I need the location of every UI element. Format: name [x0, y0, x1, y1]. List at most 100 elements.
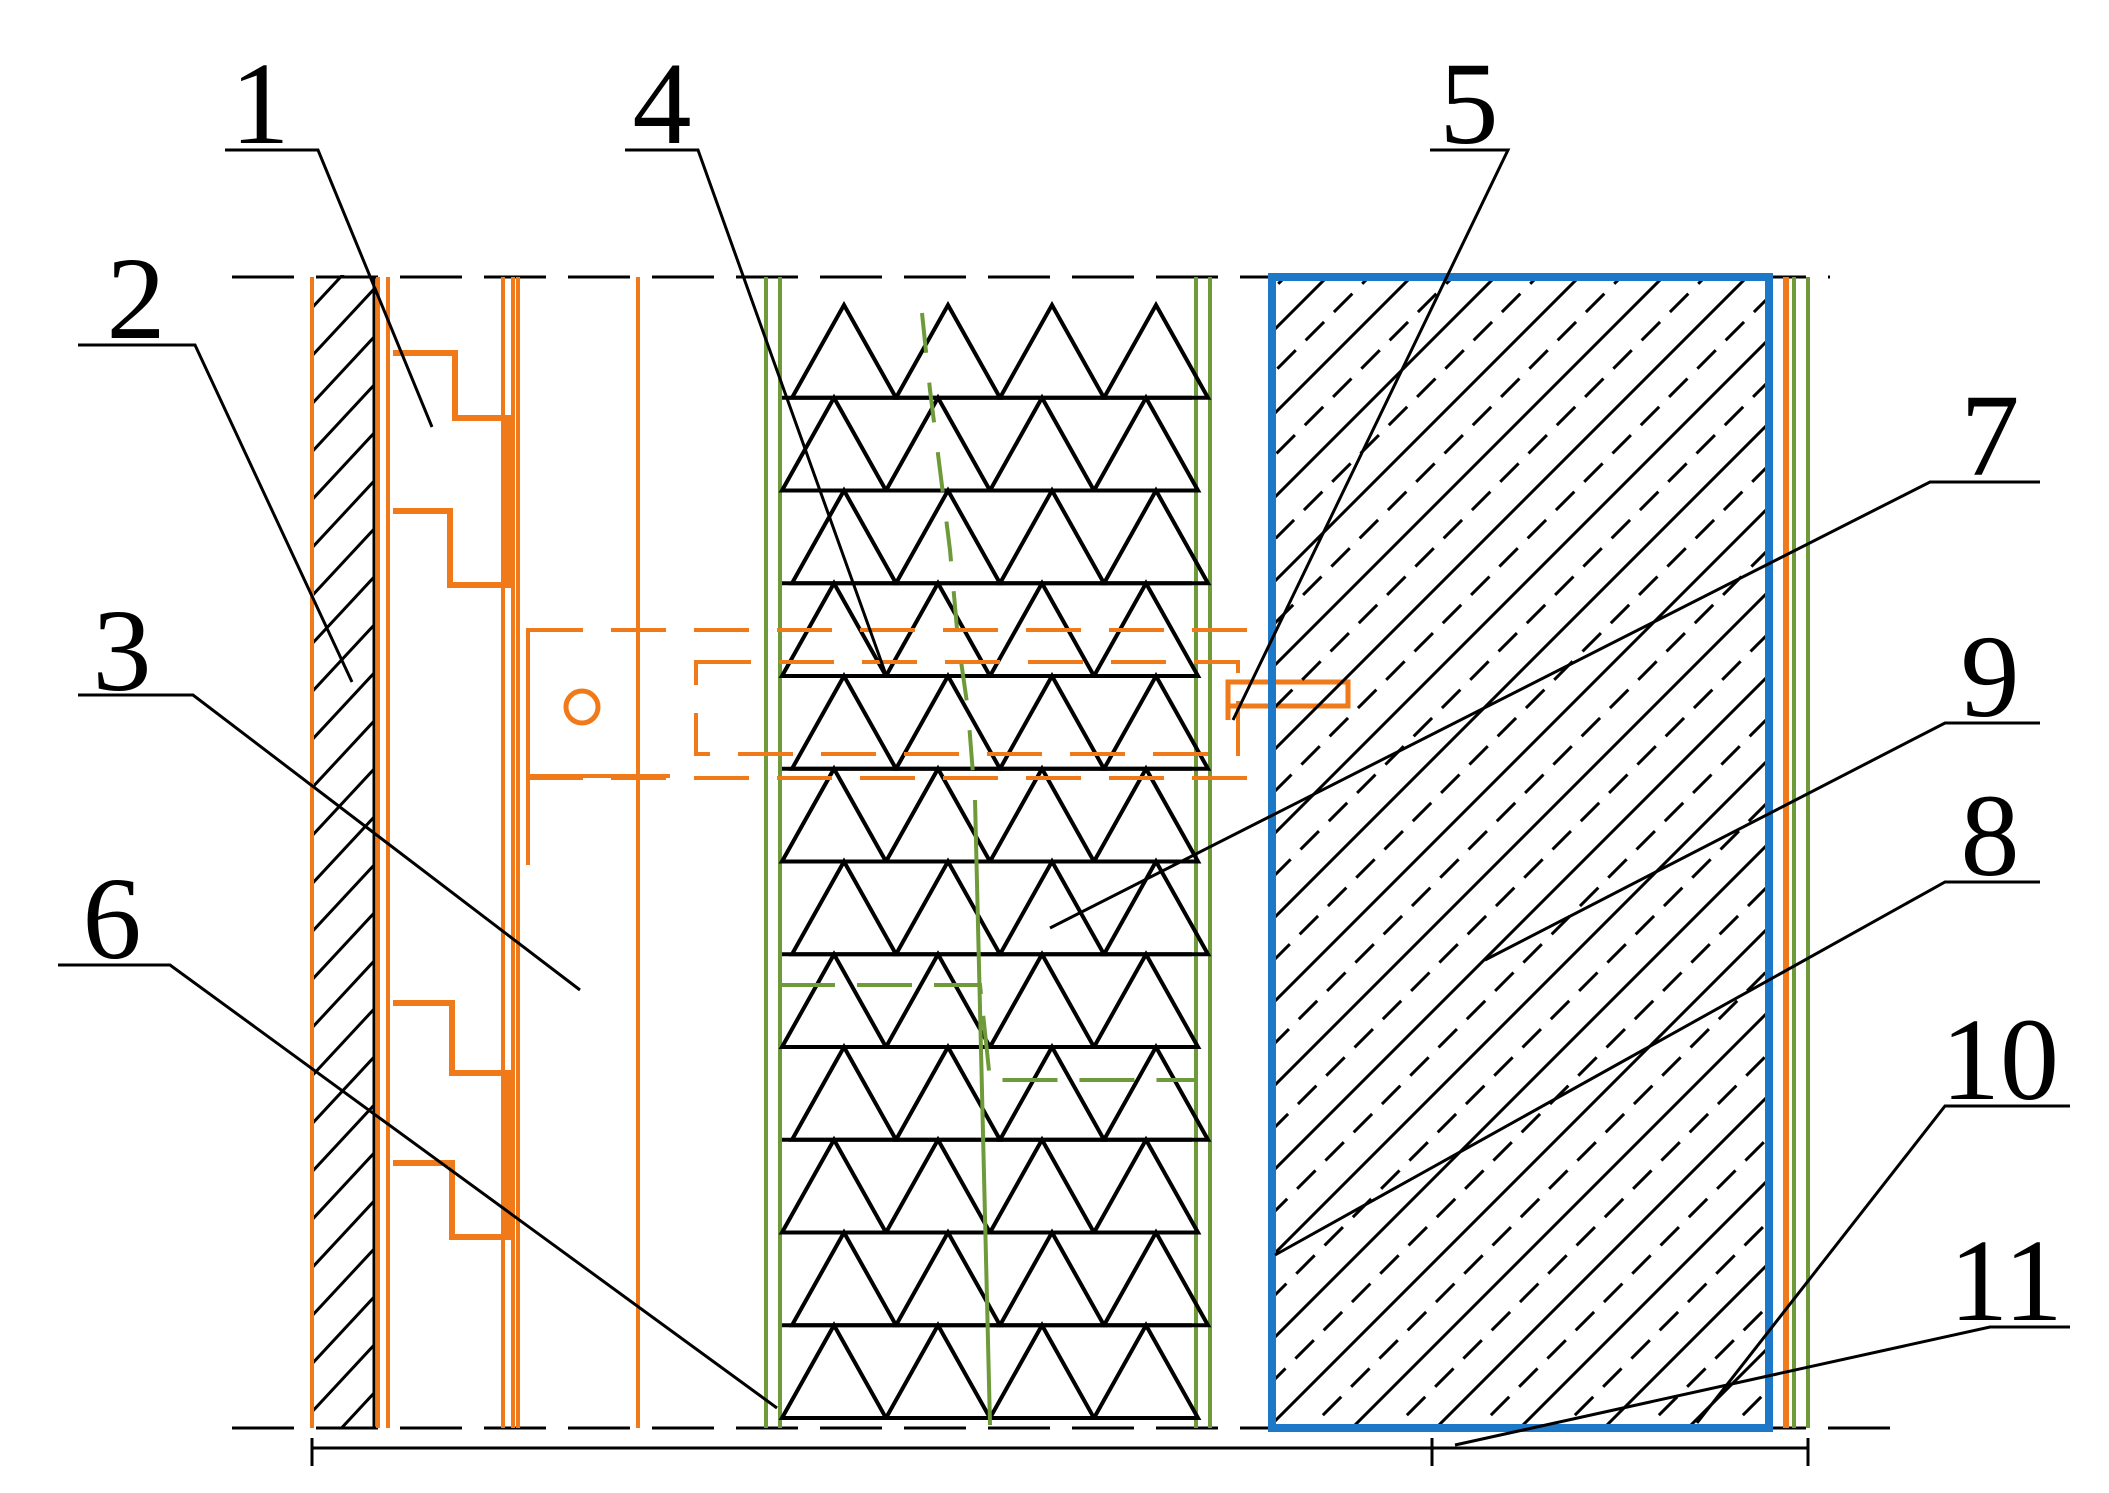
insulation-triangle [892, 1228, 1004, 1328]
insulation-triangle [788, 300, 900, 400]
insulation-triangle [778, 1321, 890, 1420]
insulation-triangle [996, 486, 1108, 586]
hatch-line [310, 1294, 375, 1368]
hatch-line [1272, 294, 1769, 797]
hatch-line [1272, 672, 1769, 1175]
insulation-triangle [788, 857, 900, 957]
insulation-triangle [1090, 1135, 1202, 1235]
insulation-triangle [778, 950, 890, 1049]
hatch-line [1272, 840, 1769, 1343]
hatch-line [1272, 277, 1582, 587]
hatch-line [310, 430, 375, 504]
insulation-triangle [892, 671, 1004, 771]
left-hatched-wall-layer [310, 275, 376, 1428]
insulation-triangle [996, 300, 1108, 400]
insulation-triangle [996, 1228, 1108, 1328]
hatch-line [1272, 277, 1540, 545]
insulation-triangle [1100, 671, 1212, 771]
insulation-triangle [986, 764, 1098, 864]
hatch-line [310, 670, 375, 744]
insulation-triangle [882, 764, 994, 864]
hatch-line [1272, 277, 1624, 629]
hatch-line [1272, 277, 1666, 671]
insulation-triangle [1090, 764, 1202, 864]
hatch-line [1272, 277, 1288, 293]
hatch-line [1272, 630, 1769, 1133]
insulation-triangle [1100, 1228, 1212, 1328]
insulation-triangle [1090, 950, 1202, 1049]
lower-stepped-profile [393, 1000, 511, 1240]
hatch-line [1272, 277, 1456, 461]
insulation-triangle [986, 1321, 1098, 1420]
hatch-line [1272, 378, 1769, 881]
label-3: 3 [93, 585, 152, 716]
label-1: 1 [231, 38, 290, 169]
label-6: 6 [83, 853, 142, 984]
insulation-triangle [882, 1135, 994, 1235]
insulation-triangle [1100, 486, 1212, 586]
label-5: 5 [1440, 38, 1499, 169]
hatch-line [1272, 336, 1769, 839]
hatch-line [1518, 1176, 1769, 1427]
hatch-line [310, 814, 375, 888]
insulation-triangle [778, 1135, 890, 1235]
label-4: 4 [633, 38, 692, 169]
hatch-line [1272, 420, 1769, 923]
hatch-line [310, 766, 375, 840]
insulation-triangle [778, 393, 890, 493]
hatch-line [310, 478, 375, 552]
hatch-line [1272, 756, 1769, 1259]
insulation-triangle [1100, 857, 1212, 957]
green-layer-lines [764, 277, 1810, 1428]
insulation-triangle [986, 393, 1098, 493]
insulation-triangle [996, 857, 1108, 957]
upper-stepped-profile [393, 350, 511, 588]
hatch-line [0, 0, 1268, 1493]
hatch-line [1272, 277, 1498, 503]
insulation-triangle [778, 764, 890, 864]
hatch-line [0, 0, 1184, 1493]
hatch-line [0, 0, 1352, 1493]
hatch-line [310, 334, 375, 408]
hatch-line [1272, 277, 1414, 419]
hatch-line [1350, 1008, 1769, 1427]
insulation-triangle [1090, 393, 1202, 493]
green-tie-dashed [780, 312, 1195, 1426]
insulation-triangle [986, 950, 1098, 1049]
label-7: 7 [1961, 370, 2020, 501]
hatch-line [1272, 277, 1330, 335]
insulation-triangle [1090, 1321, 1202, 1420]
hatch-line [310, 1342, 375, 1416]
insulation-triangle [1100, 1042, 1212, 1142]
hatch-line [1272, 462, 1769, 965]
insulation-triangle [1100, 300, 1212, 400]
hatch-line [310, 910, 375, 984]
hatch-line [310, 275, 345, 312]
insulation-triangle [996, 1042, 1108, 1142]
label-8: 8 [1961, 770, 2020, 901]
hatch-line [310, 1006, 375, 1080]
insulation-triangle [882, 950, 994, 1049]
hatch-line [310, 1246, 375, 1320]
orange-anchor-connector [526, 628, 1351, 865]
insulation-triangle [788, 1042, 900, 1142]
hatch-line [310, 1198, 375, 1272]
insulation-triangle [892, 486, 1004, 586]
hatch-line [1272, 546, 1769, 1049]
orange-vertical-layers [376, 277, 640, 1428]
hatch-line [310, 286, 375, 360]
hatch-line [310, 862, 375, 936]
hatch-line [1272, 714, 1769, 1217]
label-11: 11 [1949, 1215, 2063, 1346]
insulation-triangle [892, 300, 1004, 400]
leader-lines [58, 148, 2070, 1447]
hatch-line [310, 958, 375, 1032]
hatch-line [310, 382, 375, 456]
hatch-line [1272, 504, 1769, 1007]
hatch-line [0, 0, 1310, 1493]
dimension-line [310, 1438, 1810, 1466]
hatch-line [310, 574, 375, 648]
hatch-line [0, 0, 1100, 1493]
